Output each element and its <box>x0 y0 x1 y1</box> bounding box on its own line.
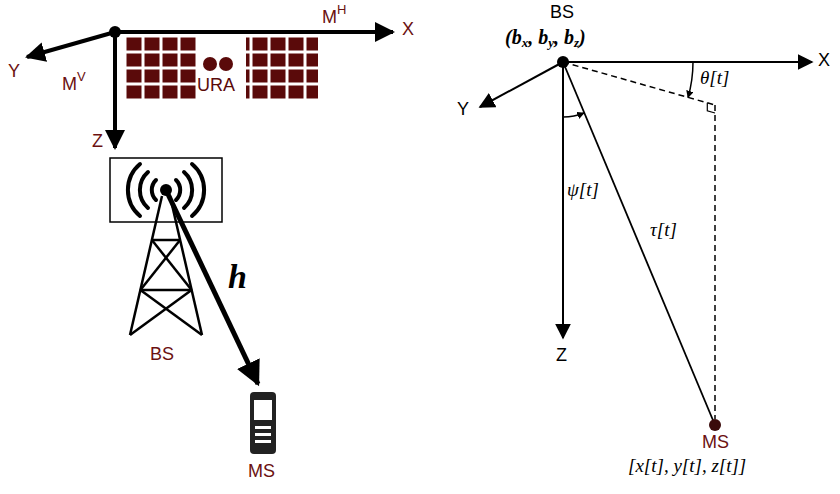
device-label: BS <box>550 3 574 23</box>
dimension-label: M <box>62 75 77 95</box>
array-label: URA <box>197 76 235 96</box>
axis-label: Y <box>457 100 469 120</box>
distance-label: τ[t] <box>650 220 677 241</box>
axis-label: X <box>402 20 414 40</box>
coordinate-label: , b <box>554 26 574 48</box>
axes <box>27 32 393 148</box>
axis-label: Y <box>8 62 20 82</box>
coordinate-label: ) <box>579 26 586 48</box>
angle-label: ψ[t] <box>567 180 599 201</box>
distance-line <box>563 62 715 425</box>
bs-point <box>557 56 569 68</box>
angle-label: θ[t] <box>700 68 729 89</box>
right-angle-mark <box>707 103 715 113</box>
dimension-label: H <box>337 3 346 17</box>
coordinate-label: x <box>522 36 529 50</box>
azimuth-arc <box>688 62 693 98</box>
device-label: BS <box>150 345 174 365</box>
geometry-axes <box>480 62 812 338</box>
dimension-label: M <box>322 8 337 28</box>
coordinate-label: y <box>548 36 554 50</box>
coordinate-label: (b <box>505 26 522 48</box>
origin-dot <box>109 26 121 38</box>
device-label: MS <box>702 433 729 453</box>
coordinate-label: z <box>574 36 579 50</box>
ura-array <box>125 36 318 100</box>
tower <box>130 196 202 335</box>
phone <box>250 392 276 454</box>
channel-label: h <box>228 260 247 294</box>
coordinate-label: [x[t], y[t], z[t]] <box>628 456 746 477</box>
axis-label: Z <box>92 132 103 152</box>
dimension-label: V <box>77 70 86 84</box>
ms-point <box>709 419 721 431</box>
coordinate-label: , b <box>528 26 548 48</box>
axis-label: Z <box>556 346 567 366</box>
axis-label: X <box>818 51 830 71</box>
device-label: MS <box>248 462 275 482</box>
elevation-arc <box>563 113 584 117</box>
channel-arrow <box>166 190 258 384</box>
